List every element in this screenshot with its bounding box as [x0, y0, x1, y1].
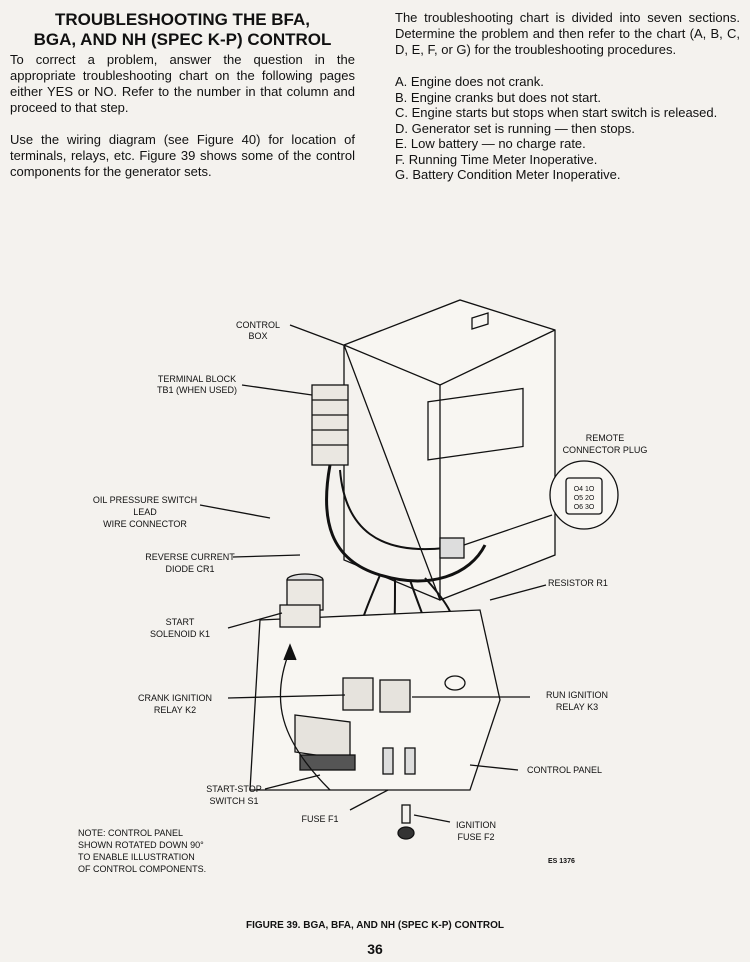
figure-caption: FIGURE 39. BGA, BFA, AND NH (SPEC K-P) C…	[246, 920, 504, 931]
label-remote-plug-2: CONNECTOR PLUG	[563, 445, 648, 455]
label-start-solenoid-1: START	[166, 617, 195, 627]
plug-pin-row: O6 3O	[574, 504, 595, 511]
plug-pin-row: O5 2O	[574, 495, 595, 502]
label-start-stop-2: SWITCH S1	[209, 796, 258, 806]
label-fuse-f1: FUSE F1	[301, 814, 338, 824]
heading-line-2: BGA, AND NH (SPEC K-P) CONTROL	[33, 30, 332, 49]
left-column: TROUBLESHOOTING THE BFA, BGA, AND NH (SP…	[10, 10, 355, 196]
note-line-4: OF CONTROL COMPONENTS.	[78, 864, 206, 874]
label-start-stop-1: START-STOP	[206, 784, 262, 794]
label-crank-relay-1: CRANK IGNITION	[138, 693, 212, 703]
label-start-solenoid-2: SOLENOID K1	[150, 629, 210, 639]
list-item: B. Engine cranks but does not start.	[395, 89, 601, 105]
heading-line-1: TROUBLESHOOTING THE BFA,	[55, 10, 310, 29]
problem-list: A. Engine does not crank. B. Engine cran…	[395, 74, 740, 183]
label-oil-switch-3: WIRE CONNECTOR	[103, 519, 187, 529]
note-line-2: SHOWN ROTATED DOWN 90°	[78, 840, 204, 850]
note-line-3: TO ENABLE ILLUSTRATION	[78, 852, 195, 862]
right-column: The troubleshooting chart is divided int…	[395, 10, 740, 183]
es-code: ES 1376	[548, 858, 575, 865]
label-terminal-block-2: TB1 (WHEN USED)	[157, 385, 237, 395]
control-components-illustration: CONTROL BOX TERMINAL BLOCK TB1 (WHEN USE…	[78, 299, 648, 874]
note-line-1: NOTE: CONTROL PANEL	[78, 828, 183, 838]
label-crank-relay-2: RELAY K2	[154, 705, 196, 715]
label-remote-plug-1: REMOTE	[586, 433, 625, 443]
wiring-paragraph: Use the wiring diagram (see Figure 40) f…	[10, 132, 355, 179]
label-run-relay-2: RELAY K3	[556, 702, 598, 712]
label-terminal-block-1: TERMINAL BLOCK	[158, 374, 236, 384]
list-item: G. Battery Condition Meter Inoperative.	[395, 167, 621, 182]
list-item: C. Engine starts but stops when start sw…	[395, 105, 718, 120]
label-control-box-2: BOX	[248, 331, 267, 341]
label-control-box-1: CONTROL	[236, 320, 280, 330]
page-number: 36	[367, 941, 383, 957]
plug-pin-row: O4 1O	[574, 486, 595, 493]
label-resistor: RESISTOR R1	[548, 578, 608, 588]
list-item: F. Running Time Meter Inoperative.	[395, 151, 598, 167]
chart-intro-paragraph: The troubleshooting chart is divided int…	[395, 10, 740, 57]
label-control-panel: CONTROL PANEL	[527, 765, 602, 775]
list-item: D. Generator set is running — then stops…	[395, 120, 635, 136]
list-item: E. Low battery — no charge rate.	[395, 136, 586, 151]
label-run-relay-1: RUN IGNITION	[546, 690, 608, 700]
intro-paragraph: To correct a problem, answer the questio…	[10, 52, 355, 115]
list-item: A. Engine does not crank.	[395, 74, 544, 89]
label-diode-2: DIODE CR1	[165, 564, 214, 574]
label-ign-fuse-1: IGNITION	[456, 820, 496, 830]
label-ign-fuse-2: FUSE F2	[457, 832, 494, 842]
label-diode-1: REVERSE CURRENT	[145, 552, 235, 562]
label-oil-switch-2: LEAD	[133, 507, 157, 517]
section-heading: TROUBLESHOOTING THE BFA, BGA, AND NH (SP…	[10, 10, 355, 50]
label-oil-switch-1: OIL PRESSURE SWITCH	[93, 495, 197, 505]
